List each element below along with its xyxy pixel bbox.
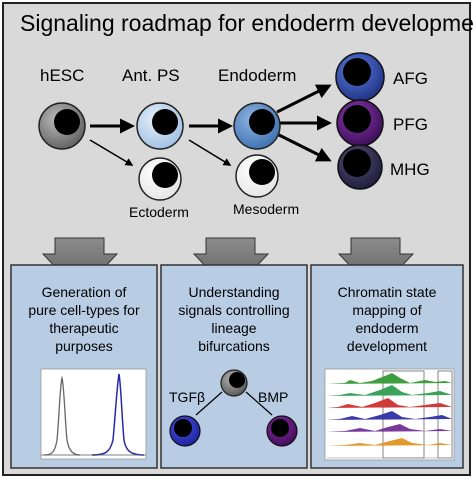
panel-1-line-3: therapeutic <box>49 320 118 336</box>
track-red <box>327 398 452 408</box>
cell-label-endoderm: Endoderm <box>218 66 296 85</box>
track-orange <box>327 438 452 446</box>
cell-ectoderm <box>138 157 182 201</box>
cell-bmp-fate <box>266 415 298 447</box>
diagram-title: Signaling roadmap for endoderm developme… <box>20 10 474 36</box>
signal-bifurcation <box>169 369 298 447</box>
cell-ant-ps <box>136 102 184 150</box>
panel-3-line-1: Chromatin state <box>338 284 437 300</box>
cell-label-pfg: PFG <box>393 115 428 134</box>
cell-label-afg: AFG <box>393 69 428 88</box>
cell-label-mhg: MHG <box>390 160 430 179</box>
track-purple <box>327 424 452 432</box>
lineage-arrows <box>89 84 332 166</box>
cell-label-ant-ps: Ant. PS <box>122 66 180 85</box>
chromatin-tracks-thumbnail <box>324 368 455 461</box>
cell-label-hesc: hESC <box>40 66 84 85</box>
cell-progenitor-small <box>220 369 248 397</box>
cell-mesoderm <box>235 154 279 198</box>
panel-3-line-3: endoderm <box>355 320 418 336</box>
histogram-curve-sample <box>91 373 145 456</box>
signal-label-bmp: BMP <box>258 389 288 405</box>
track-blue <box>327 411 452 420</box>
panel-1-line-2: pure cell-types for <box>28 302 140 318</box>
cell-afg <box>335 52 385 102</box>
panel-1-line-4: purposes <box>55 338 113 354</box>
cell-mhg <box>337 144 383 190</box>
flow-histogram-thumbnail <box>40 368 147 460</box>
cell-hesc <box>38 102 86 150</box>
arrow-endoderm-afg <box>276 84 332 114</box>
arrow-antps-mesoderm <box>188 139 232 166</box>
cell-tgfb-fate <box>169 415 201 447</box>
panel-2-line-4: bifurcations <box>198 338 270 354</box>
track-green-1 <box>327 373 452 384</box>
cell-label-mesoderm: Mesoderm <box>233 201 299 217</box>
panel-3-line-4: development <box>347 338 427 354</box>
panel-2-line-2: signals controlling <box>178 302 289 318</box>
arrow-hesc-ectoderm <box>89 139 134 166</box>
panel-1-line-1: Generation of <box>42 284 127 300</box>
panel-3-line-2: mapping of <box>352 302 421 318</box>
arrow-endoderm-mhg <box>276 132 332 162</box>
track-green-2 <box>327 385 452 396</box>
cell-label-ectoderm: Ectoderm <box>129 204 189 220</box>
panel-2-line-3: lineage <box>211 320 256 336</box>
histogram-curve-control <box>43 375 81 456</box>
panel-2-line-1: Understanding <box>188 284 279 300</box>
signal-label-tgfb: TGFβ <box>169 389 205 405</box>
cell-pfg <box>336 99 384 147</box>
cell-endoderm <box>233 102 281 150</box>
